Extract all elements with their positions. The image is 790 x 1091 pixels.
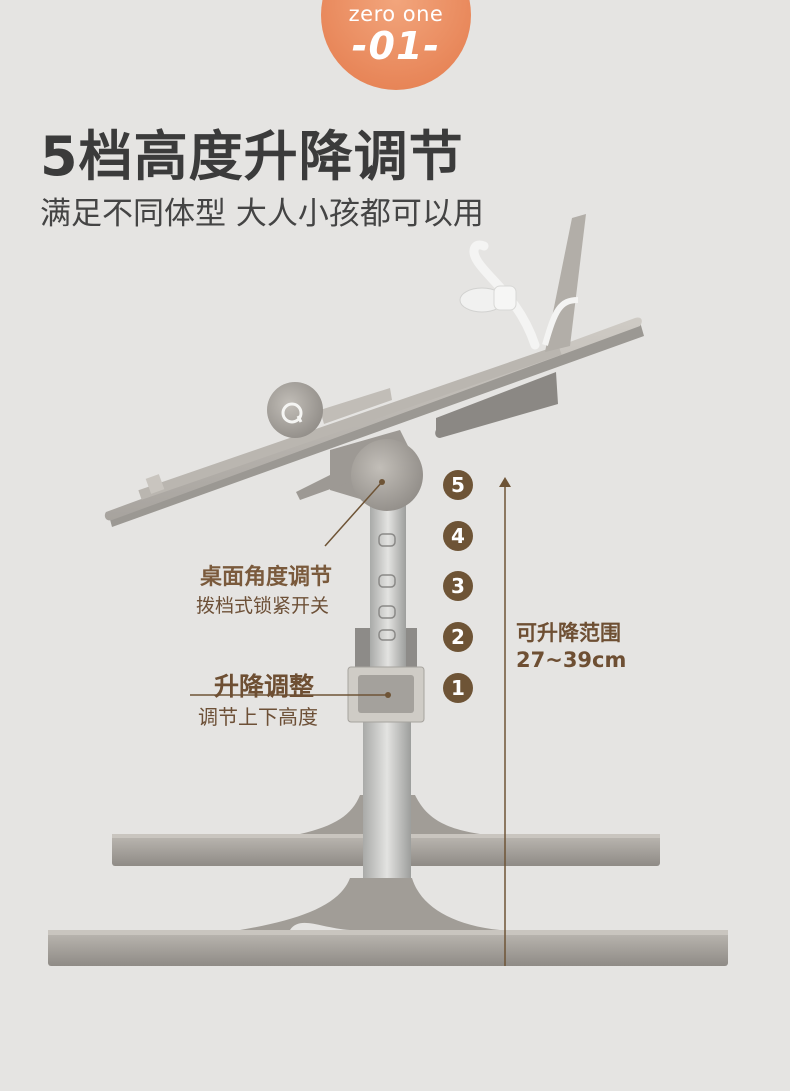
inner-pole [363, 720, 411, 878]
drawer [435, 372, 558, 438]
angle-callout-dot [379, 479, 385, 485]
cup-holder [267, 382, 392, 438]
desk-top [104, 317, 644, 527]
outer-column [355, 500, 417, 670]
level-marker: 5 [443, 470, 473, 500]
lower-base [48, 878, 728, 966]
page-subtitle: 满足不同体型 大人小孩都可以用 [40, 196, 484, 232]
angle-hinge [296, 430, 423, 511]
page-title: 5档高度升降调节 [40, 125, 464, 188]
lift-range-title: 可升降范围 [516, 621, 621, 645]
angle-callout-line [324, 481, 383, 547]
lift-adjust-title: 升降调整 [214, 672, 315, 701]
level-marker: 3 [443, 571, 473, 601]
mini-fan [459, 240, 579, 350]
range-arrow [499, 477, 511, 966]
level-marker: 1 [443, 673, 473, 703]
level-marker: 4 [443, 521, 473, 551]
level-marker: 2 [443, 622, 473, 652]
badge-text: zero one [348, 2, 444, 26]
badge-number: -01- [351, 24, 441, 68]
lift-range-value: 27~39cm [516, 648, 627, 672]
angle-adjust-title: 桌面角度调节 [200, 565, 333, 590]
angle-adjust-desc: 拨档式锁紧开关 [196, 595, 330, 617]
lift-callout-dot [385, 692, 391, 698]
lift-adjust-desc: 调节上下高度 [198, 705, 318, 729]
